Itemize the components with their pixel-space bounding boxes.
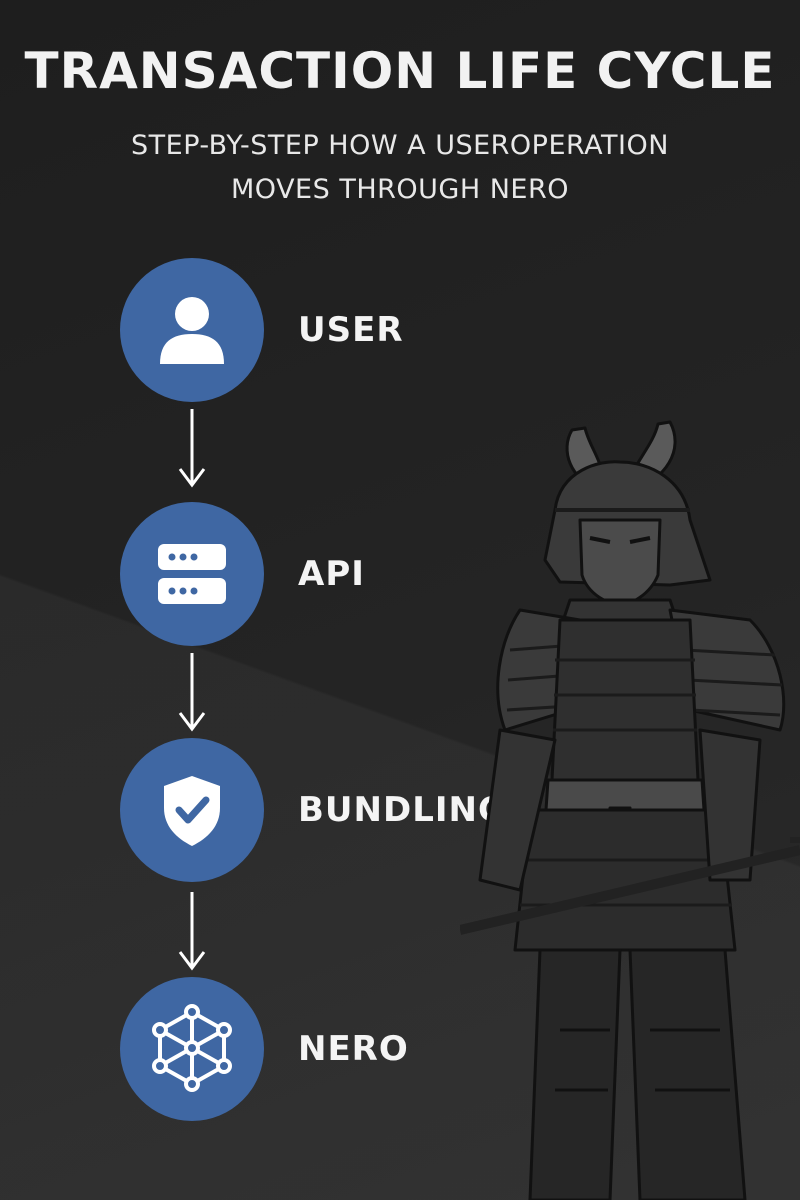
step-user: USER xyxy=(120,258,404,402)
arrow-down-icon xyxy=(178,892,206,971)
server-icon xyxy=(158,544,226,604)
step-bundling: BUNDLING xyxy=(120,738,507,882)
step-nero-circle xyxy=(120,977,264,1121)
step-user-circle xyxy=(120,258,264,402)
arrow-down-icon xyxy=(178,653,206,732)
page-title: TRANSACTION LIFE CYCLE xyxy=(24,42,776,100)
step-api: API xyxy=(120,502,365,646)
step-nero-label: NERO xyxy=(298,1029,409,1069)
subtitle-line-2: MOVES THROUGH NERO xyxy=(231,174,569,205)
network-cube-icon xyxy=(152,1004,232,1092)
arrow-down-icon xyxy=(178,409,206,488)
step-api-circle xyxy=(120,502,264,646)
step-bundling-label: BUNDLING xyxy=(298,790,507,830)
step-user-label: USER xyxy=(298,310,404,350)
shield-check-icon xyxy=(164,776,220,846)
user-icon xyxy=(160,297,224,364)
subtitle-line-1: STEP-BY-STEP HOW A USEROPERATION xyxy=(131,130,669,161)
page-subtitle: STEP-BY-STEP HOW A USEROPERATION MOVES T… xyxy=(80,124,720,212)
samurai-illustration xyxy=(460,420,800,1200)
step-nero: NERO xyxy=(120,977,409,1121)
step-bundling-circle xyxy=(120,738,264,882)
step-api-label: API xyxy=(298,554,365,594)
